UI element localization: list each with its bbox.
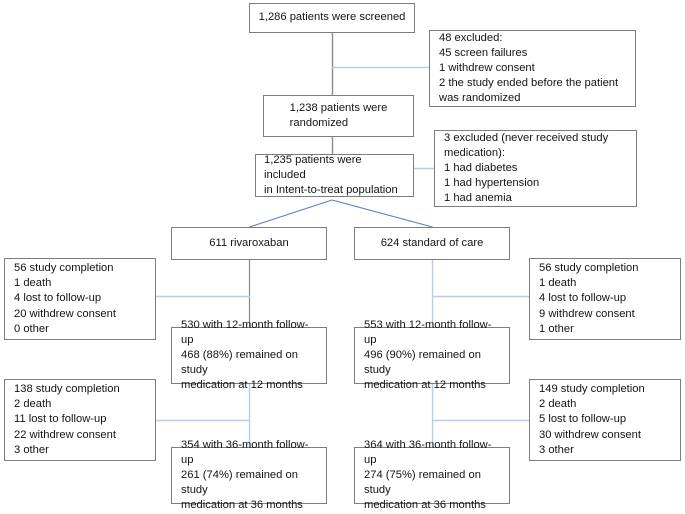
node-arm-rivaroxaban-text: 611 rivaroxaban	[209, 236, 289, 249]
node-itt-population-text: 1,235 patients were included in Intent-t…	[264, 153, 398, 197]
node-excluded-medication: 3 excluded (never received study medicat…	[434, 130, 637, 207]
node-arm-standard-of-care-text: 624 standard of care	[380, 236, 484, 249]
node-excluded-medication-text: 3 excluded (never received study medicat…	[444, 131, 609, 205]
node-left-12m-followup: 530 with 12-month follow-up 468 (88%) re…	[171, 319, 327, 391]
node-left-12m-losses: 56 study completion 1 death 4 lost to fo…	[4, 258, 156, 340]
vertical-connectors	[248, 33, 434, 447]
node-right-12m-followup-text: 553 with 12-month follow-up 496 (90%) re…	[364, 318, 492, 392]
node-left-36m-followup-text: 354 with 36-month follow-up 261 (74%) re…	[181, 438, 309, 512]
node-right-12m-losses: 56 study completion 1 death 4 lost to fo…	[529, 258, 681, 340]
node-screened: 1,286 patients were screened	[249, 3, 415, 33]
node-left-12m-losses-text: 56 study completion 1 death 4 lost to fo…	[14, 262, 116, 335]
node-arm-rivaroxaban: 611 rivaroxaban	[171, 227, 327, 260]
node-left-36m-losses: 138 study completion 2 death 11 lost to …	[4, 379, 156, 461]
node-itt-population: 1,235 patients were included in Intent-t…	[255, 154, 414, 197]
node-right-12m-followup: 553 with 12-month follow-up 496 (90%) re…	[354, 319, 510, 391]
node-randomized: 1,238 patients were randomized	[263, 95, 414, 137]
node-right-36m-losses-text: 149 study completion 2 death 5 lost to f…	[539, 383, 645, 456]
node-left-36m-losses-text: 138 study completion 2 death 11 lost to …	[14, 383, 120, 456]
node-excluded-screening-text: 48 excluded: 45 screen failures 1 withdr…	[439, 31, 619, 105]
node-right-36m-followup-text: 364 with 36-month follow-up 274 (75%) re…	[364, 438, 492, 512]
node-arm-standard-of-care: 624 standard of care	[354, 227, 510, 260]
randomization-split-connectors	[249, 199, 433, 228]
node-right-36m-followup: 364 with 36-month follow-up 274 (75%) re…	[354, 439, 510, 511]
node-left-12m-followup-text: 530 with 12-month follow-up 468 (88%) re…	[181, 318, 309, 392]
node-randomized-text: 1,238 patients were randomized	[289, 101, 388, 129]
node-left-36m-followup: 354 with 36-month follow-up 261 (74%) re…	[171, 439, 327, 511]
node-right-36m-losses: 149 study completion 2 death 5 lost to f…	[529, 379, 681, 461]
branch-connectors	[156, 66, 529, 422]
node-right-12m-losses-text: 56 study completion 1 death 4 lost to fo…	[539, 262, 639, 335]
connector-split-to-right-arm	[331, 199, 433, 228]
connector-split-to-left-arm	[249, 199, 333, 228]
node-screened-text: 1,286 patients were screened	[258, 11, 406, 24]
node-excluded-screening: 48 excluded: 45 screen failures 1 withdr…	[429, 30, 636, 107]
